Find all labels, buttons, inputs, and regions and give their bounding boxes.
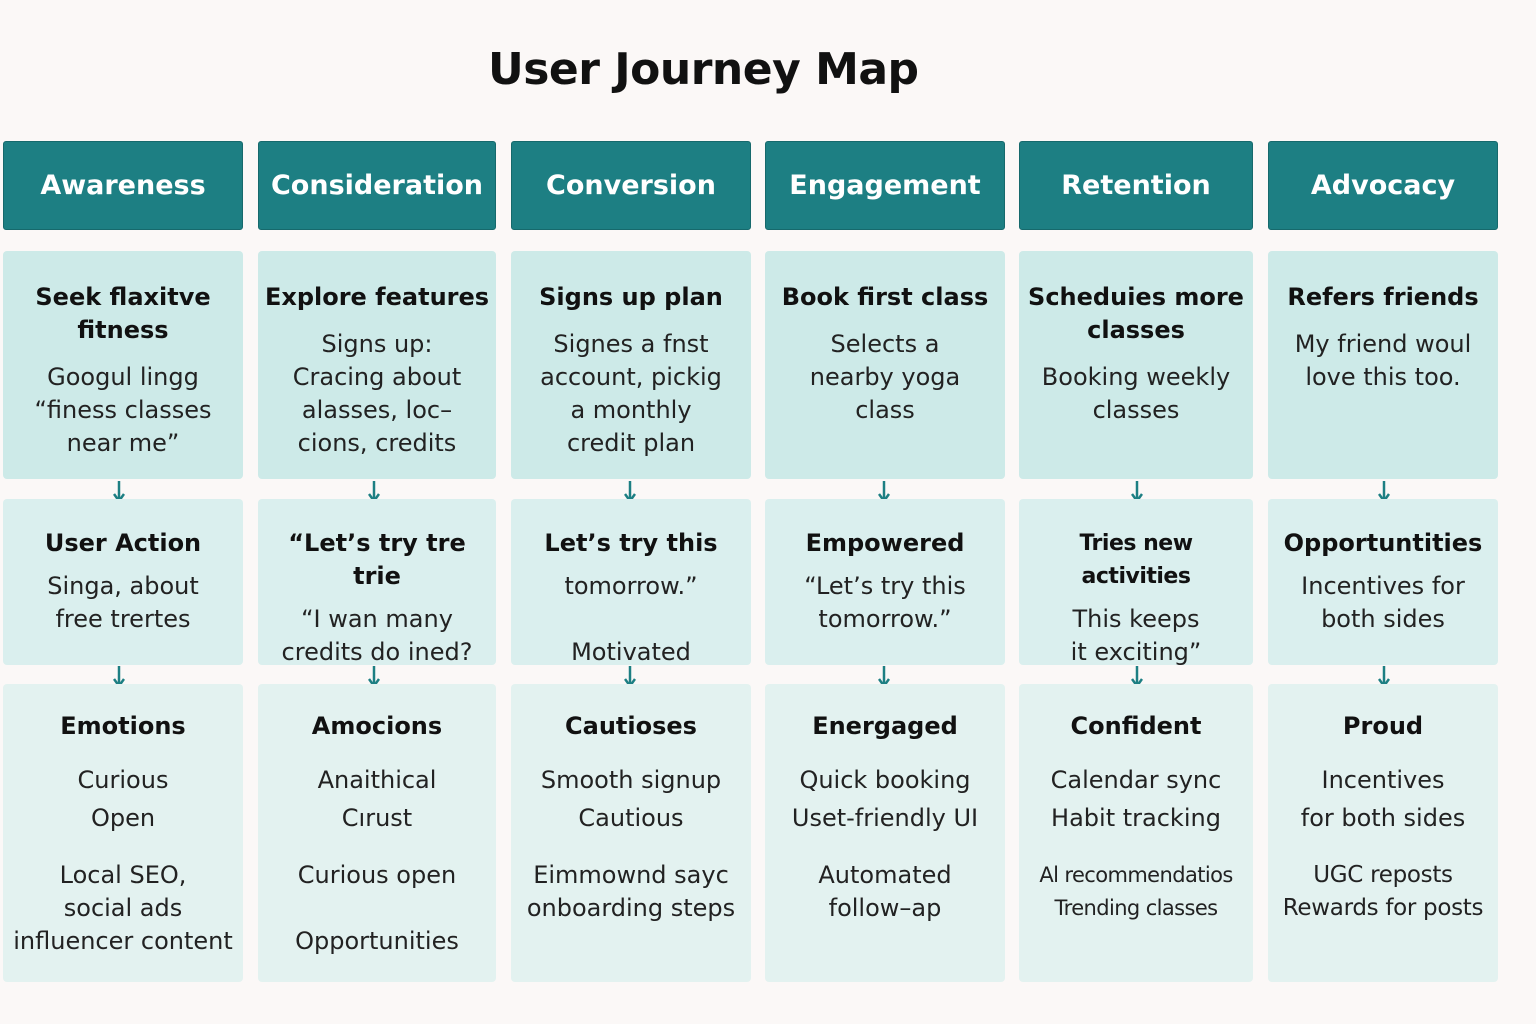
action-description: Singa, about free trertes (47, 572, 199, 633)
stage-header-consideration: Consideration (258, 141, 496, 230)
stage-header-advocacy: Advocacy (1268, 141, 1498, 230)
touchpoints-text: Automated follow–ap (818, 861, 952, 922)
stage-emotion-card: Amocions Anaithical Cırust Curious open … (258, 684, 496, 982)
action-title: “Let’s try tre trie (288, 529, 466, 590)
touchpoints-text: Local SEO, social ads influencer content (13, 861, 233, 955)
stage-action-card: Tries new activities This keeps it excit… (1019, 499, 1253, 666)
stage-step-card: Explore features Signs up: Cracing about… (258, 251, 496, 479)
step-title: Explore features (264, 283, 490, 311)
emotion-description: Calendar sync Habit tracking (1050, 766, 1222, 832)
stage-header-retention: Retention (1019, 141, 1253, 230)
stage-action-card: “Let’s try tre trie “I wan many credits … (258, 499, 496, 666)
step-description: Signs up: Cracing about alasses, loc– ci… (292, 330, 462, 457)
stage-emotion-card: Emotions Curious Open Local SEO, social … (3, 684, 243, 982)
emotion-title: Amocions (311, 712, 443, 740)
stage-action-card: Let’s try this tomorrow.” Motivated (511, 499, 751, 666)
stage-header-conversion: Conversion (511, 141, 751, 230)
action-description: “Let’s try this tomorrow.” (804, 572, 966, 633)
stage-step-card: Scheduies more classes Booking weekly cl… (1019, 251, 1253, 479)
stage-action-card: User Action Singa, about free trertes (3, 499, 243, 665)
action-description: Incentives for both sides (1301, 572, 1465, 633)
page-title: User Journey Map (488, 44, 919, 95)
step-title: Refers friends (1287, 283, 1479, 311)
step-title: Book first class (781, 283, 989, 311)
step-description: My friend woul love this too. (1294, 330, 1472, 391)
stage-action-card: Opportuntities Incentives for both sides (1268, 499, 1498, 665)
action-title: Tries new activities (1079, 531, 1193, 589)
emotion-title: Energaged (812, 712, 958, 740)
emotion-description: Anaithical Cırust (317, 766, 437, 832)
stage-emotion-card: Proud Incentives for both sides UGC repo… (1268, 684, 1498, 982)
action-title: User Action (44, 529, 202, 557)
step-title: Signs up plan (539, 283, 723, 311)
stage-action-card: Empowered “Let’s try this tomorrow.” (765, 499, 1005, 665)
stage-step-card: Refers friends My friend woul love this … (1268, 251, 1498, 479)
emotion-title: Confident (1070, 712, 1202, 740)
action-title: Empowered (805, 529, 965, 557)
emotion-title: Emotions (60, 712, 186, 740)
action-description: This keeps it exciting” (1070, 605, 1202, 666)
touchpoints-text: UGC reposts Rewards for posts (1282, 862, 1484, 921)
stage-header-awareness: Awareness (3, 141, 243, 230)
step-description: Signes a fnst account, pickig a monthly … (540, 330, 722, 457)
emotion-description: Quick booking Uset-friendly UI (791, 766, 979, 832)
step-title: Seek flaxitve fitness (35, 283, 211, 344)
touchpoints-text: Curious open Opportunities (295, 861, 459, 955)
stage-header-engagement: Engagement (765, 141, 1005, 230)
action-title: Opportuntities (1283, 529, 1483, 557)
stage-emotion-card: Energaged Quick booking Uset-friendly UI… (765, 684, 1005, 982)
touchpoints-text: Eimmownd saуc onboarding steps (526, 861, 736, 922)
emotion-description: Incentives for both sides (1300, 766, 1466, 832)
action-description: tomorrow.” Motivated (564, 572, 698, 666)
action-description: “I wan many credits do ined? (281, 605, 473, 666)
step-title: Scheduies more classes (1028, 283, 1244, 344)
step-description: Selects a nearby yoga class (809, 330, 961, 424)
stage-emotion-card: Confident Calendar sync Habit tracking A… (1019, 684, 1253, 982)
step-description: Googul lingg “finess classes near me” (34, 363, 212, 457)
emotion-title: Cautioses (565, 712, 697, 740)
emotion-description: Smooth signup Cautious (540, 766, 722, 832)
action-title: Let’s try this (544, 529, 718, 557)
stage-emotion-card: Cautioses Smooth signup Cautious Eimmown… (511, 684, 751, 982)
emotion-description: Curious Open (77, 766, 169, 832)
stage-step-card: Signs up plan Signes a fnst account, pic… (511, 251, 751, 479)
stage-step-card: Book first class Selects a nearby yoga c… (765, 251, 1005, 479)
touchpoints-text: Al recommendatios Trending classes (1039, 863, 1233, 920)
step-description: Booking weekly classes (1041, 363, 1231, 424)
stage-step-card: Seek flaxitve fitness Googul lingg “fine… (3, 251, 243, 479)
emotion-title: Proud (1342, 712, 1424, 740)
